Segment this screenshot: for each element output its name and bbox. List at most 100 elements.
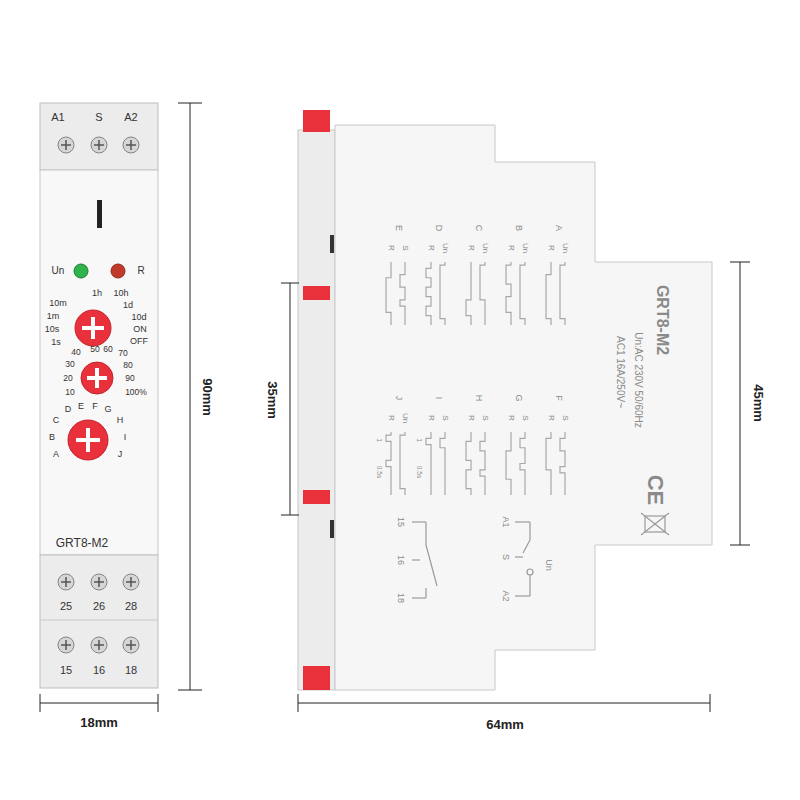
function-letter: A — [53, 450, 59, 459]
percent-label: 60 — [103, 345, 112, 354]
rating-text: Un:AC 230V 50/60Hz — [633, 332, 643, 428]
timing-note: 0.5s — [416, 466, 423, 478]
signal-name: Un — [521, 243, 529, 253]
timing-wave — [560, 432, 565, 495]
signal-name: Un — [401, 413, 409, 423]
terminal-label: 15 — [396, 517, 405, 527]
percent-dial — [81, 362, 113, 394]
clip-slot — [330, 520, 334, 538]
function-letter: A — [554, 225, 563, 231]
terminal-label: A1 — [501, 516, 510, 527]
side-housing — [335, 125, 712, 690]
signal-name: R — [507, 415, 515, 421]
function-letter: G — [514, 394, 523, 401]
time-range-label: 1h — [92, 289, 102, 298]
terminal-label: 16 — [396, 555, 405, 565]
signal-name: S — [441, 415, 449, 420]
timing-wave — [440, 262, 445, 325]
function-letter: C — [53, 416, 60, 425]
timing-wave — [560, 262, 565, 325]
signal-name: R — [427, 245, 435, 251]
function-letter: C — [474, 225, 483, 232]
signal-name: Un — [481, 243, 489, 253]
timing-wave — [480, 262, 485, 325]
signal-name: R — [427, 415, 435, 421]
dimension: 90mm — [201, 378, 214, 416]
timing-wave — [466, 262, 471, 325]
function-letter: D — [434, 225, 443, 232]
red-tab — [303, 490, 330, 504]
model-name: GRT8-M2 — [56, 537, 108, 549]
function-letter: H — [474, 395, 483, 402]
percent-label: 40 — [71, 348, 80, 357]
percent-label: 20 — [63, 374, 72, 383]
time-range-dial — [75, 310, 111, 346]
function-letter: B — [514, 225, 523, 231]
signal-name: R — [467, 415, 475, 421]
function-letter: J — [394, 396, 403, 401]
bin-symbol — [641, 513, 669, 535]
timing-wave — [426, 432, 431, 495]
function-letter: G — [104, 405, 111, 414]
function-letter: D — [65, 405, 72, 414]
screw — [58, 574, 74, 590]
wiring-symbol — [412, 522, 533, 598]
top-terminal-block — [40, 103, 158, 170]
ce-mark: CE — [644, 475, 666, 506]
signal-name: S — [561, 415, 569, 420]
time-range-label: 10s — [45, 325, 60, 334]
timing-wave — [386, 262, 391, 325]
signal-name: R — [387, 245, 395, 251]
function-letter: F — [92, 402, 98, 411]
screw — [58, 137, 74, 153]
timing-wave — [480, 432, 485, 495]
green-led — [74, 264, 88, 278]
din-clip — [298, 130, 335, 690]
screw — [91, 637, 107, 653]
terminal-number: 26 — [93, 601, 105, 612]
led-label: R — [137, 266, 144, 276]
red-led — [111, 264, 125, 278]
timing-note: 1 — [376, 438, 383, 442]
function-letter: B — [49, 433, 55, 442]
dimension: 18mm — [80, 716, 118, 729]
timing-note: 0.5s — [376, 466, 383, 478]
time-range-label: ON — [133, 325, 147, 334]
terminal-number: 16 — [93, 665, 105, 676]
percent-label: 50 — [90, 345, 99, 354]
signal-name: R — [547, 415, 555, 421]
dimension: 64mm — [486, 718, 524, 731]
timing-wave — [520, 262, 525, 325]
timing-wave — [546, 432, 551, 495]
function-letter: H — [117, 416, 124, 425]
function-letter: J — [118, 450, 123, 459]
front-dimensions — [40, 103, 202, 712]
time-range-label: OFF — [130, 337, 148, 346]
front-view — [40, 103, 158, 688]
function-letter: I — [124, 433, 127, 442]
time-range-label: 1s — [51, 338, 61, 347]
signal-name: R — [507, 245, 515, 251]
bottom-terminal-block — [40, 555, 158, 688]
timing-note: 1 — [416, 438, 423, 442]
screw — [91, 137, 107, 153]
time-range-label: 1m — [47, 312, 60, 321]
timing-wave — [506, 262, 511, 325]
screw — [58, 637, 74, 653]
function-charts — [386, 262, 565, 495]
terminal-number: 18 — [125, 665, 137, 676]
time-range-label: 10m — [49, 299, 67, 308]
signal-name: S — [401, 245, 409, 250]
function-letter: E — [78, 402, 84, 411]
time-range-label: 10h — [113, 289, 128, 298]
red-tab — [303, 666, 330, 690]
terminal-label: S — [501, 554, 510, 560]
terminal-label: A1 — [51, 112, 64, 123]
percent-label: 80 — [123, 361, 132, 370]
signal-name: R — [387, 415, 395, 421]
timing-wave — [400, 432, 405, 495]
side-dimensions — [281, 262, 750, 712]
dimension: 45mm — [752, 384, 765, 422]
